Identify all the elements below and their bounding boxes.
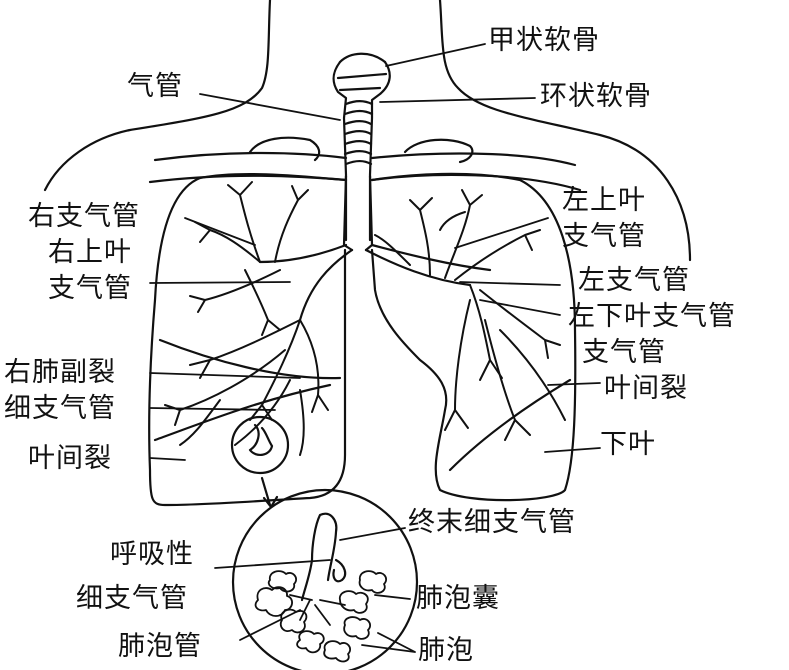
rib-outline-2 [148,173,582,192]
label-left-lower-lobe-bronchus-line2: 支气管 [582,337,666,368]
label-left-upper-lobe-bronchus-line2: 支气管 [562,221,646,252]
label-lower-lobe: 下叶 [600,429,656,460]
label-terminal-bronchiole: 终末细支气管 [408,507,576,538]
label-right-bronchus: 右支气管 [28,201,140,232]
label-bronchiole: 细支气管 [4,393,116,424]
right-lung-apex [248,136,321,162]
rib-outline-top [153,151,577,167]
label-cricoid-cartilage: 环状软骨 [540,81,652,112]
alveoli-magnified-circle [231,488,419,670]
trachea-shape [332,52,391,252]
respiratory-bronchiole-shape [332,558,347,583]
neck-outline-left [43,0,272,192]
magnify-spot-circle [230,415,290,475]
label-trachea: 气管 [127,71,183,102]
left-lung-apex [403,138,474,164]
label-right-accessory-fissure: 右肺副裂 [4,357,116,388]
label-respiratory-bronchiole-line1: 呼吸性 [110,539,194,570]
label-alveoli: 肺泡 [418,635,474,666]
label-right-upper-lobe-bronchus-line1: 右上叶 [48,237,132,268]
leader-lines [149,43,601,653]
label-interlobar-fissure-left-lung: 叶间裂 [604,373,688,404]
label-respiratory-bronchiole-line2: 细支气管 [76,583,188,614]
left-bronchial-tree [374,189,566,441]
terminal-bronchiole-shape [300,512,338,602]
alveolar-clusters [254,570,388,663]
neck-outline-right [438,0,692,262]
label-left-bronchus: 左支气管 [578,265,690,296]
right-bronchial-tree [164,181,329,456]
right-interlobar-fissure-line [153,383,332,442]
label-right-upper-lobe-bronchus-line2: 支气管 [48,273,132,304]
label-left-upper-lobe-bronchus-line1: 左上叶 [562,185,646,216]
label-alveolar-sac: 肺泡囊 [416,583,500,614]
right-lung-outline [148,172,348,507]
label-interlobar-fissure-right-lung: 叶间裂 [28,443,112,474]
magnify-connector [260,476,272,507]
left-lung-outline [370,172,577,502]
label-alveolar-duct: 肺泡管 [118,631,202,662]
label-left-lower-lobe-bronchus-line1: 左下叶支气管 [568,301,736,332]
right-main-bronchus [258,243,354,322]
label-thyroid-cartilage: 甲状软骨 [488,25,600,56]
left-interlobar-fissure-line [448,378,572,472]
magnify-spot-bronchiole [248,423,274,456]
